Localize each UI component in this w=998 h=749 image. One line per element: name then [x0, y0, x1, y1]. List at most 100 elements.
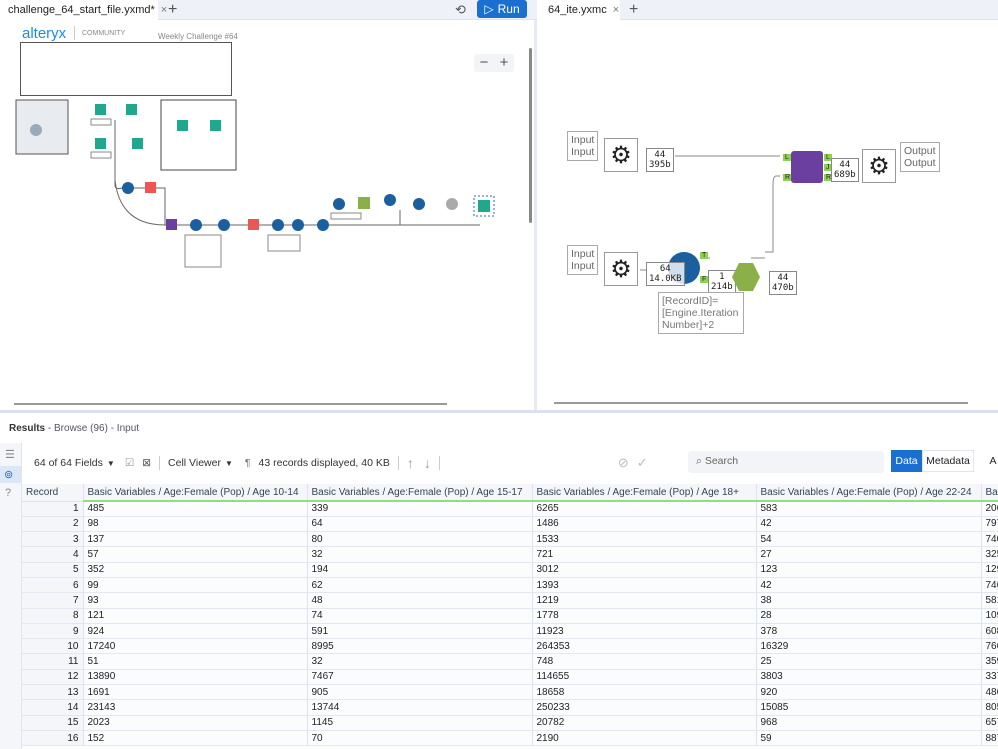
- help-icon[interactable]: ?: [5, 487, 12, 499]
- table-cell[interactable]: 905: [307, 684, 533, 701]
- table-cell[interactable]: 1219: [532, 592, 757, 609]
- table-cell[interactable]: 28: [756, 608, 982, 624]
- table-cell[interactable]: 1145: [307, 715, 533, 731]
- table-cell[interactable]: 485: [83, 501, 308, 517]
- table-cell[interactable]: 591: [307, 623, 533, 640]
- arrow-up-icon[interactable]: ↑: [406, 455, 414, 471]
- table-cell[interactable]: 746: [981, 577, 998, 594]
- table-cell[interactable]: 194: [307, 562, 533, 578]
- table-cell[interactable]: 51: [83, 653, 308, 670]
- column-header[interactable]: Record: [22, 484, 84, 502]
- table-cell[interactable]: 54: [756, 531, 982, 548]
- record-number[interactable]: 16: [22, 730, 84, 747]
- table-cell[interactable]: 123: [756, 562, 982, 578]
- table-row[interactable]: 1017240899526435316329766: [22, 638, 998, 655]
- table-cell[interactable]: 18658: [532, 684, 757, 701]
- table-cell[interactable]: 8995: [307, 638, 533, 655]
- table-cell[interactable]: 352: [83, 562, 308, 578]
- cell-viewer-dropdown[interactable]: Cell Viewer: [168, 457, 221, 469]
- table-cell[interactable]: 581: [981, 592, 998, 609]
- table-cell[interactable]: 57: [83, 546, 308, 563]
- table-row[interactable]: 69962139342746: [22, 577, 998, 594]
- table-cell[interactable]: 264353: [532, 638, 757, 655]
- table-cell[interactable]: 2023: [83, 715, 308, 731]
- table-cell[interactable]: 924: [83, 623, 308, 640]
- table-cell[interactable]: 17240: [83, 638, 308, 655]
- table-cell[interactable]: 657: [981, 715, 998, 731]
- record-number[interactable]: 6: [22, 577, 84, 594]
- uncheck-all-icon[interactable]: ⊠: [142, 457, 152, 469]
- macro-input-tool[interactable]: ⚙: [604, 138, 638, 172]
- tab-challenge-file[interactable]: challenge_64_start_file.yxmd* ×: [0, 0, 167, 20]
- table-cell[interactable]: 339: [307, 501, 533, 517]
- table-row[interactable]: 121389074671146553803337: [22, 669, 998, 686]
- record-number[interactable]: 7: [22, 592, 84, 609]
- table-cell[interactable]: 337: [981, 669, 998, 686]
- table-cell[interactable]: 38: [756, 592, 982, 609]
- table-cell[interactable]: 748: [532, 653, 757, 670]
- table-row[interactable]: 79348121938581: [22, 592, 998, 609]
- table-cell[interactable]: 740: [981, 531, 998, 548]
- record-number[interactable]: 9: [22, 623, 84, 640]
- table-cell[interactable]: 27: [756, 546, 982, 563]
- table-row[interactable]: 29864148642797: [22, 516, 998, 533]
- arrow-down-icon[interactable]: ↓: [423, 455, 431, 471]
- table-cell[interactable]: 99: [83, 577, 308, 594]
- table-cell[interactable]: 59: [756, 730, 982, 747]
- table-cell[interactable]: 74: [307, 608, 533, 624]
- table-cell[interactable]: 359: [981, 653, 998, 670]
- table-cell[interactable]: 129: [981, 562, 998, 578]
- zoom-out-button[interactable]: −: [479, 54, 489, 71]
- table-cell[interactable]: 325: [981, 546, 998, 563]
- table-cell[interactable]: 721: [532, 546, 757, 563]
- table-row[interactable]: 992459111923378608: [22, 623, 998, 640]
- table-cell[interactable]: 7467: [307, 669, 533, 686]
- table-cell[interactable]: 766: [981, 638, 998, 655]
- table-cell[interactable]: 109: [981, 608, 998, 624]
- table-cell[interactable]: 93: [83, 592, 308, 609]
- left-canvas[interactable]: alteryx COMMUNITY Weekly Challenge #64 −…: [0, 20, 537, 410]
- table-cell[interactable]: 62: [307, 577, 533, 594]
- record-number[interactable]: 14: [22, 699, 84, 716]
- add-tab-button[interactable]: +: [629, 1, 639, 18]
- column-header[interactable]: Basic Variables / Age:Female (Pop) / Age…: [756, 484, 982, 502]
- table-cell[interactable]: 250233: [532, 699, 757, 716]
- table-cell[interactable]: 114655: [532, 669, 757, 686]
- table-cell[interactable]: 805: [981, 699, 998, 716]
- table-cell[interactable]: 6265: [532, 501, 757, 517]
- table-cell[interactable]: 1533: [532, 531, 757, 548]
- search-input[interactable]: ⌕ Search: [688, 451, 884, 473]
- table-cell[interactable]: 16329: [756, 638, 982, 655]
- record-number[interactable]: 5: [22, 562, 84, 578]
- table-cell[interactable]: 15085: [756, 699, 982, 716]
- check-icon[interactable]: ✓: [636, 455, 648, 470]
- table-cell[interactable]: 887: [981, 730, 998, 747]
- close-icon[interactable]: ×: [612, 4, 620, 16]
- comment-box[interactable]: [20, 42, 232, 96]
- table-cell[interactable]: 11923: [532, 623, 757, 640]
- table-row[interactable]: 11513274825359: [22, 653, 998, 670]
- record-number[interactable]: 2: [22, 516, 84, 533]
- table-cell[interactable]: 378: [756, 623, 982, 640]
- record-number[interactable]: 8: [22, 608, 84, 624]
- metadata-button[interactable]: Metadata: [922, 450, 974, 472]
- record-number[interactable]: 13: [22, 684, 84, 701]
- table-cell[interactable]: 583: [756, 501, 982, 517]
- tab-ite-macro[interactable]: 64_ite.yxmc ×: [540, 0, 620, 20]
- horizontal-scrollbar[interactable]: [14, 403, 447, 405]
- table-cell[interactable]: 80: [307, 531, 533, 548]
- cancel-icon[interactable]: ⊘: [617, 455, 629, 470]
- table-cell[interactable]: 42: [756, 516, 982, 533]
- table-cell[interactable]: 486: [981, 684, 998, 701]
- table-cell[interactable]: 64: [307, 516, 533, 533]
- table-cell[interactable]: 98: [83, 516, 308, 533]
- macro-output-tool[interactable]: ⚙: [862, 149, 896, 183]
- table-row[interactable]: 53521943012123129: [22, 562, 998, 578]
- table-cell[interactable]: 121: [83, 608, 308, 624]
- zoom-in-button[interactable]: +: [499, 54, 509, 71]
- table-cell[interactable]: 32: [307, 653, 533, 670]
- table-cell[interactable]: 3803: [756, 669, 982, 686]
- check-all-icon[interactable]: ☑: [124, 457, 135, 469]
